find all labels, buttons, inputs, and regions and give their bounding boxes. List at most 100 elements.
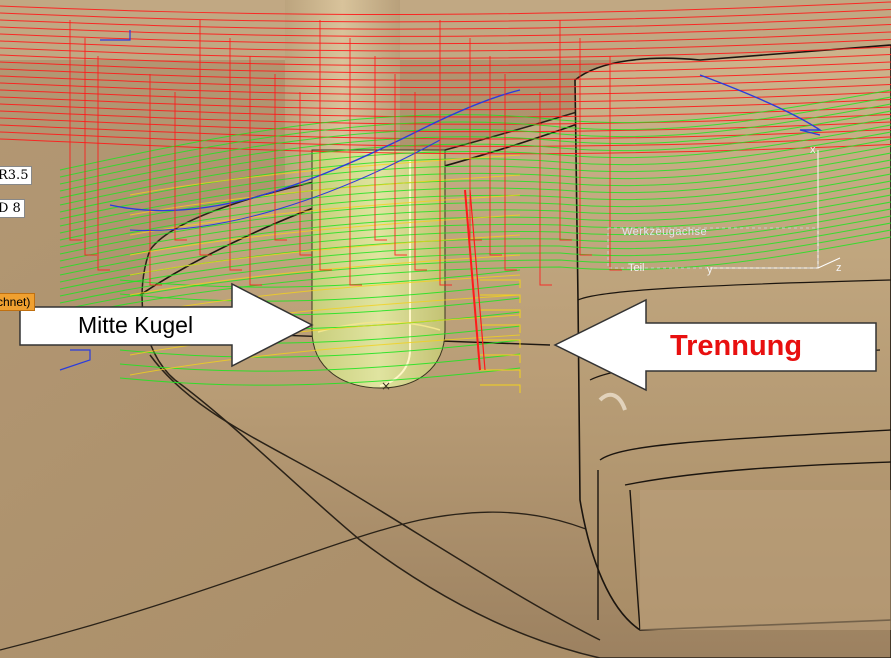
toolpath-pass-upper — [0, 16, 891, 30]
toolpath-plunge — [414, 92, 427, 271]
toolpath-pass-upper — [0, 75, 891, 89]
tool-diameter-tag: D 8 — [0, 199, 25, 218]
toolpath-pass-finish — [129, 314, 521, 356]
toolpath-plunge — [394, 74, 407, 256]
ball-slot-edge — [379, 160, 411, 387]
toolpath-pass-upper — [0, 39, 891, 52]
toolpath-pass-upper — [0, 124, 891, 140]
toolpath-plunge — [439, 20, 452, 286]
toolpath-plunge — [69, 20, 82, 241]
axis-origin-label: Teil — [628, 262, 645, 274]
box-inner-wall — [597, 429, 891, 631]
toolpath-pass-middle — [59, 145, 891, 227]
toolpath-plunge — [199, 20, 212, 256]
box-face — [640, 490, 891, 630]
toolpath-pass-middle — [59, 96, 891, 178]
ball-center-mark: × — [381, 379, 391, 393]
toolpath-pass-middle — [59, 222, 891, 304]
axis-y-label: y — [707, 264, 713, 276]
toolpath-plunge — [97, 56, 110, 271]
toolpath-plunge — [249, 56, 262, 286]
toolpath-pass-finish — [129, 234, 521, 276]
toolpath-plunge — [489, 56, 502, 256]
toolpath-plunge — [274, 74, 287, 241]
toolpath-pass-upper — [0, 110, 891, 125]
toolpath-pass-middle — [59, 89, 891, 171]
toolpath-retract — [480, 294, 521, 303]
toolpath-plunge — [559, 20, 572, 241]
toolpath-plunge-strong — [464, 189, 481, 371]
toolpath-pass-upper — [0, 96, 891, 111]
axis-triad — [607, 150, 841, 269]
toolpath-pass-lower — [119, 367, 521, 386]
mitte-kugel-arrow — [19, 282, 314, 368]
toolpath-retract — [480, 369, 521, 378]
toolpath-retract — [480, 339, 521, 348]
toolpath-pass-middle — [59, 201, 891, 283]
toolpath-link-right — [699, 74, 823, 136]
toolpath-pass-lower — [119, 353, 521, 372]
toolpath-pass-middle — [59, 166, 891, 248]
toolpath-pass-upper — [0, 31, 891, 45]
toolpath-pass-finish — [129, 334, 521, 376]
toolpath-pass-upper — [0, 117, 891, 133]
axis-x-label: x — [810, 144, 816, 156]
toolpath-plunge — [539, 92, 552, 286]
part-lip — [149, 354, 601, 641]
toolpath-pass-middle — [59, 159, 891, 241]
box-highlight — [598, 392, 627, 411]
toolpath-plunge — [149, 74, 162, 286]
toolpath-pass-upper — [0, 131, 891, 147]
toolpath-plunge — [174, 92, 187, 241]
toolpath-plunge — [319, 20, 332, 271]
toolpath-retract — [480, 309, 521, 318]
toolpath-plunge — [299, 92, 312, 256]
part-edge-lower — [0, 511, 651, 651]
toolpath-pass-middle — [59, 173, 891, 255]
toolpath-pass-middle — [59, 180, 891, 262]
toolpath-pass-lower — [119, 269, 521, 288]
toolpath-plunge — [609, 56, 622, 271]
toolpath-retract — [480, 324, 521, 333]
toolpath-plunge — [229, 38, 242, 271]
toolpath-link-left — [59, 349, 91, 371]
toolpath-plunge — [84, 38, 97, 256]
tool-axis-caption: Werkzeugachse — [622, 226, 708, 238]
toolpath-pass-lower — [119, 339, 521, 358]
toolpath-link-rim — [109, 89, 521, 212]
toolpath-pass-middle — [59, 131, 891, 213]
toolpath-plunge-layer — [69, 20, 622, 371]
toolpath-pass-middle — [59, 124, 891, 206]
toolpath-pass-upper — [0, 54, 891, 67]
toolpath-pass-middle — [59, 110, 891, 192]
toolpath-pass-middle — [59, 138, 891, 220]
toolpath-plunge — [579, 38, 592, 256]
toolpath-pass-upper — [0, 46, 891, 59]
toolpath-pass-upper — [0, 1, 891, 16]
toolpath-link-rim-2 — [129, 139, 441, 231]
toolpath-pass-upper — [0, 89, 891, 103]
toolpath-pass-upper — [0, 82, 891, 96]
toolpath-pass-middle — [59, 236, 891, 318]
toolpath-pass-lower — [119, 283, 521, 302]
mitte-kugel-label: Mitte Kugel — [78, 312, 194, 338]
toolpath-pass-upper — [0, 24, 891, 37]
toolpath-retract — [480, 354, 521, 363]
toolpath-pass-upper — [0, 103, 891, 118]
trennung-arrow — [553, 298, 877, 392]
toolpath-pass-upper — [0, 61, 891, 74]
toolpath-pass-middle — [59, 152, 891, 234]
toolpath-blue-layer — [59, 30, 823, 371]
toolpath-pass-middle — [59, 194, 891, 276]
toolpath-pass-finish — [129, 214, 521, 256]
toolpath-red-layer — [0, 1, 891, 155]
tool-radius-tag: R3.5 — [0, 166, 33, 185]
toolpath-pass-upper — [0, 9, 891, 23]
toolpath-pass-upper — [0, 138, 891, 155]
status-tag: chnet) — [0, 293, 36, 311]
toolpath-pass-middle — [59, 187, 891, 269]
toolpath-plunge-strong-2 — [469, 189, 486, 371]
axis-z-label: z — [836, 262, 842, 274]
